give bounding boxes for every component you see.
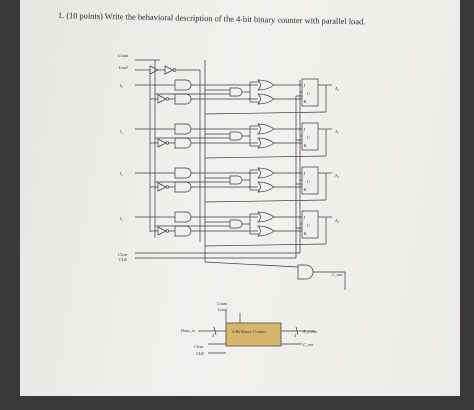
stage-3-or-j: [257, 211, 275, 223]
i2-label: I₂: [119, 171, 123, 176]
stage-0-or-j: [257, 79, 275, 91]
block-count-label: Count: [217, 301, 228, 306]
block-cout-label: C_out: [303, 342, 314, 347]
bus-width-out: 4: [294, 333, 296, 338]
stage-1-or-j: [257, 123, 275, 135]
load-buffer: [149, 65, 159, 75]
stage-2-and-k: [174, 181, 192, 193]
stage-0-or-k: [257, 93, 275, 105]
stage-0-flipflop: [301, 78, 319, 107]
counter-block: [225, 322, 282, 347]
stage-3-flipflop: [301, 210, 319, 239]
stage-3-and-count: [229, 219, 243, 229]
stage-3-inverter: [157, 226, 167, 236]
stage-0-pin-j: J: [304, 83, 306, 88]
block-a-count-label: A_count: [302, 329, 318, 334]
a1-label: A₁: [334, 129, 340, 134]
stage-1-or-k: [257, 137, 275, 149]
stage-2-and-j: [174, 167, 192, 179]
stage-3-pin-k: K: [304, 231, 308, 236]
block-clear-label: Clear: [194, 344, 204, 349]
stage-2-flipflop: [301, 166, 319, 195]
stage-1-and-j: [174, 123, 192, 135]
block-data-in-label: Data_in: [180, 328, 195, 333]
stage-0-and-k: [174, 93, 192, 105]
stage-0-pin-c: C: [307, 91, 310, 96]
block-title: 4-Bit Binary Counter: [232, 329, 266, 334]
stage-3-pin-c: C: [307, 223, 310, 228]
stage-1-pin-c: C: [307, 135, 310, 140]
block-load-label: Load: [217, 307, 228, 312]
i3-label: I₃: [119, 216, 123, 221]
stage-3-and-k: [174, 225, 192, 237]
count-label: Count: [118, 53, 129, 58]
stage-1-and-count: [229, 131, 243, 141]
stage-2-and-count: [229, 175, 243, 185]
stage-2-or-j: [257, 167, 275, 179]
a2-label: A₂: [334, 173, 340, 178]
stage-0-inverter: [157, 94, 167, 104]
clk-label: CLK: [119, 257, 127, 262]
stage-1-pin-k: K: [304, 143, 308, 148]
stage-2-or-k: [257, 181, 275, 193]
clear-label: Clear: [118, 252, 128, 257]
load-inverter: [164, 65, 174, 75]
carry-and-gate: [297, 264, 314, 280]
stage-0-and-count: [229, 87, 243, 97]
stage-0-and-j: [174, 79, 192, 91]
stage-2-pin-k: K: [304, 187, 308, 192]
stage-1-and-k: [174, 137, 192, 149]
stage-3-or-k: [257, 225, 275, 237]
stage-0-pin-k: K: [304, 99, 308, 104]
a3-label: A₃: [334, 218, 340, 223]
bus-width-in: 4: [212, 333, 214, 338]
cout-label: C_out: [332, 272, 343, 277]
stage-2-pin-j: J: [304, 171, 306, 176]
stage-1-pin-j: J: [304, 127, 306, 132]
i0-label: I₀: [119, 83, 123, 88]
i1-label: I₁: [119, 129, 123, 134]
stage-1-inverter: [157, 138, 167, 148]
stage-1-flipflop: [301, 122, 319, 151]
load-label: Load: [118, 65, 129, 70]
a0-label: A₀: [334, 86, 340, 91]
block-clk-label: CLK: [196, 351, 204, 356]
stage-2-inverter: [157, 182, 167, 192]
stage-3-and-j: [174, 211, 192, 223]
stage-2-pin-c: C: [307, 179, 310, 184]
stage-3-pin-j: J: [304, 215, 306, 220]
